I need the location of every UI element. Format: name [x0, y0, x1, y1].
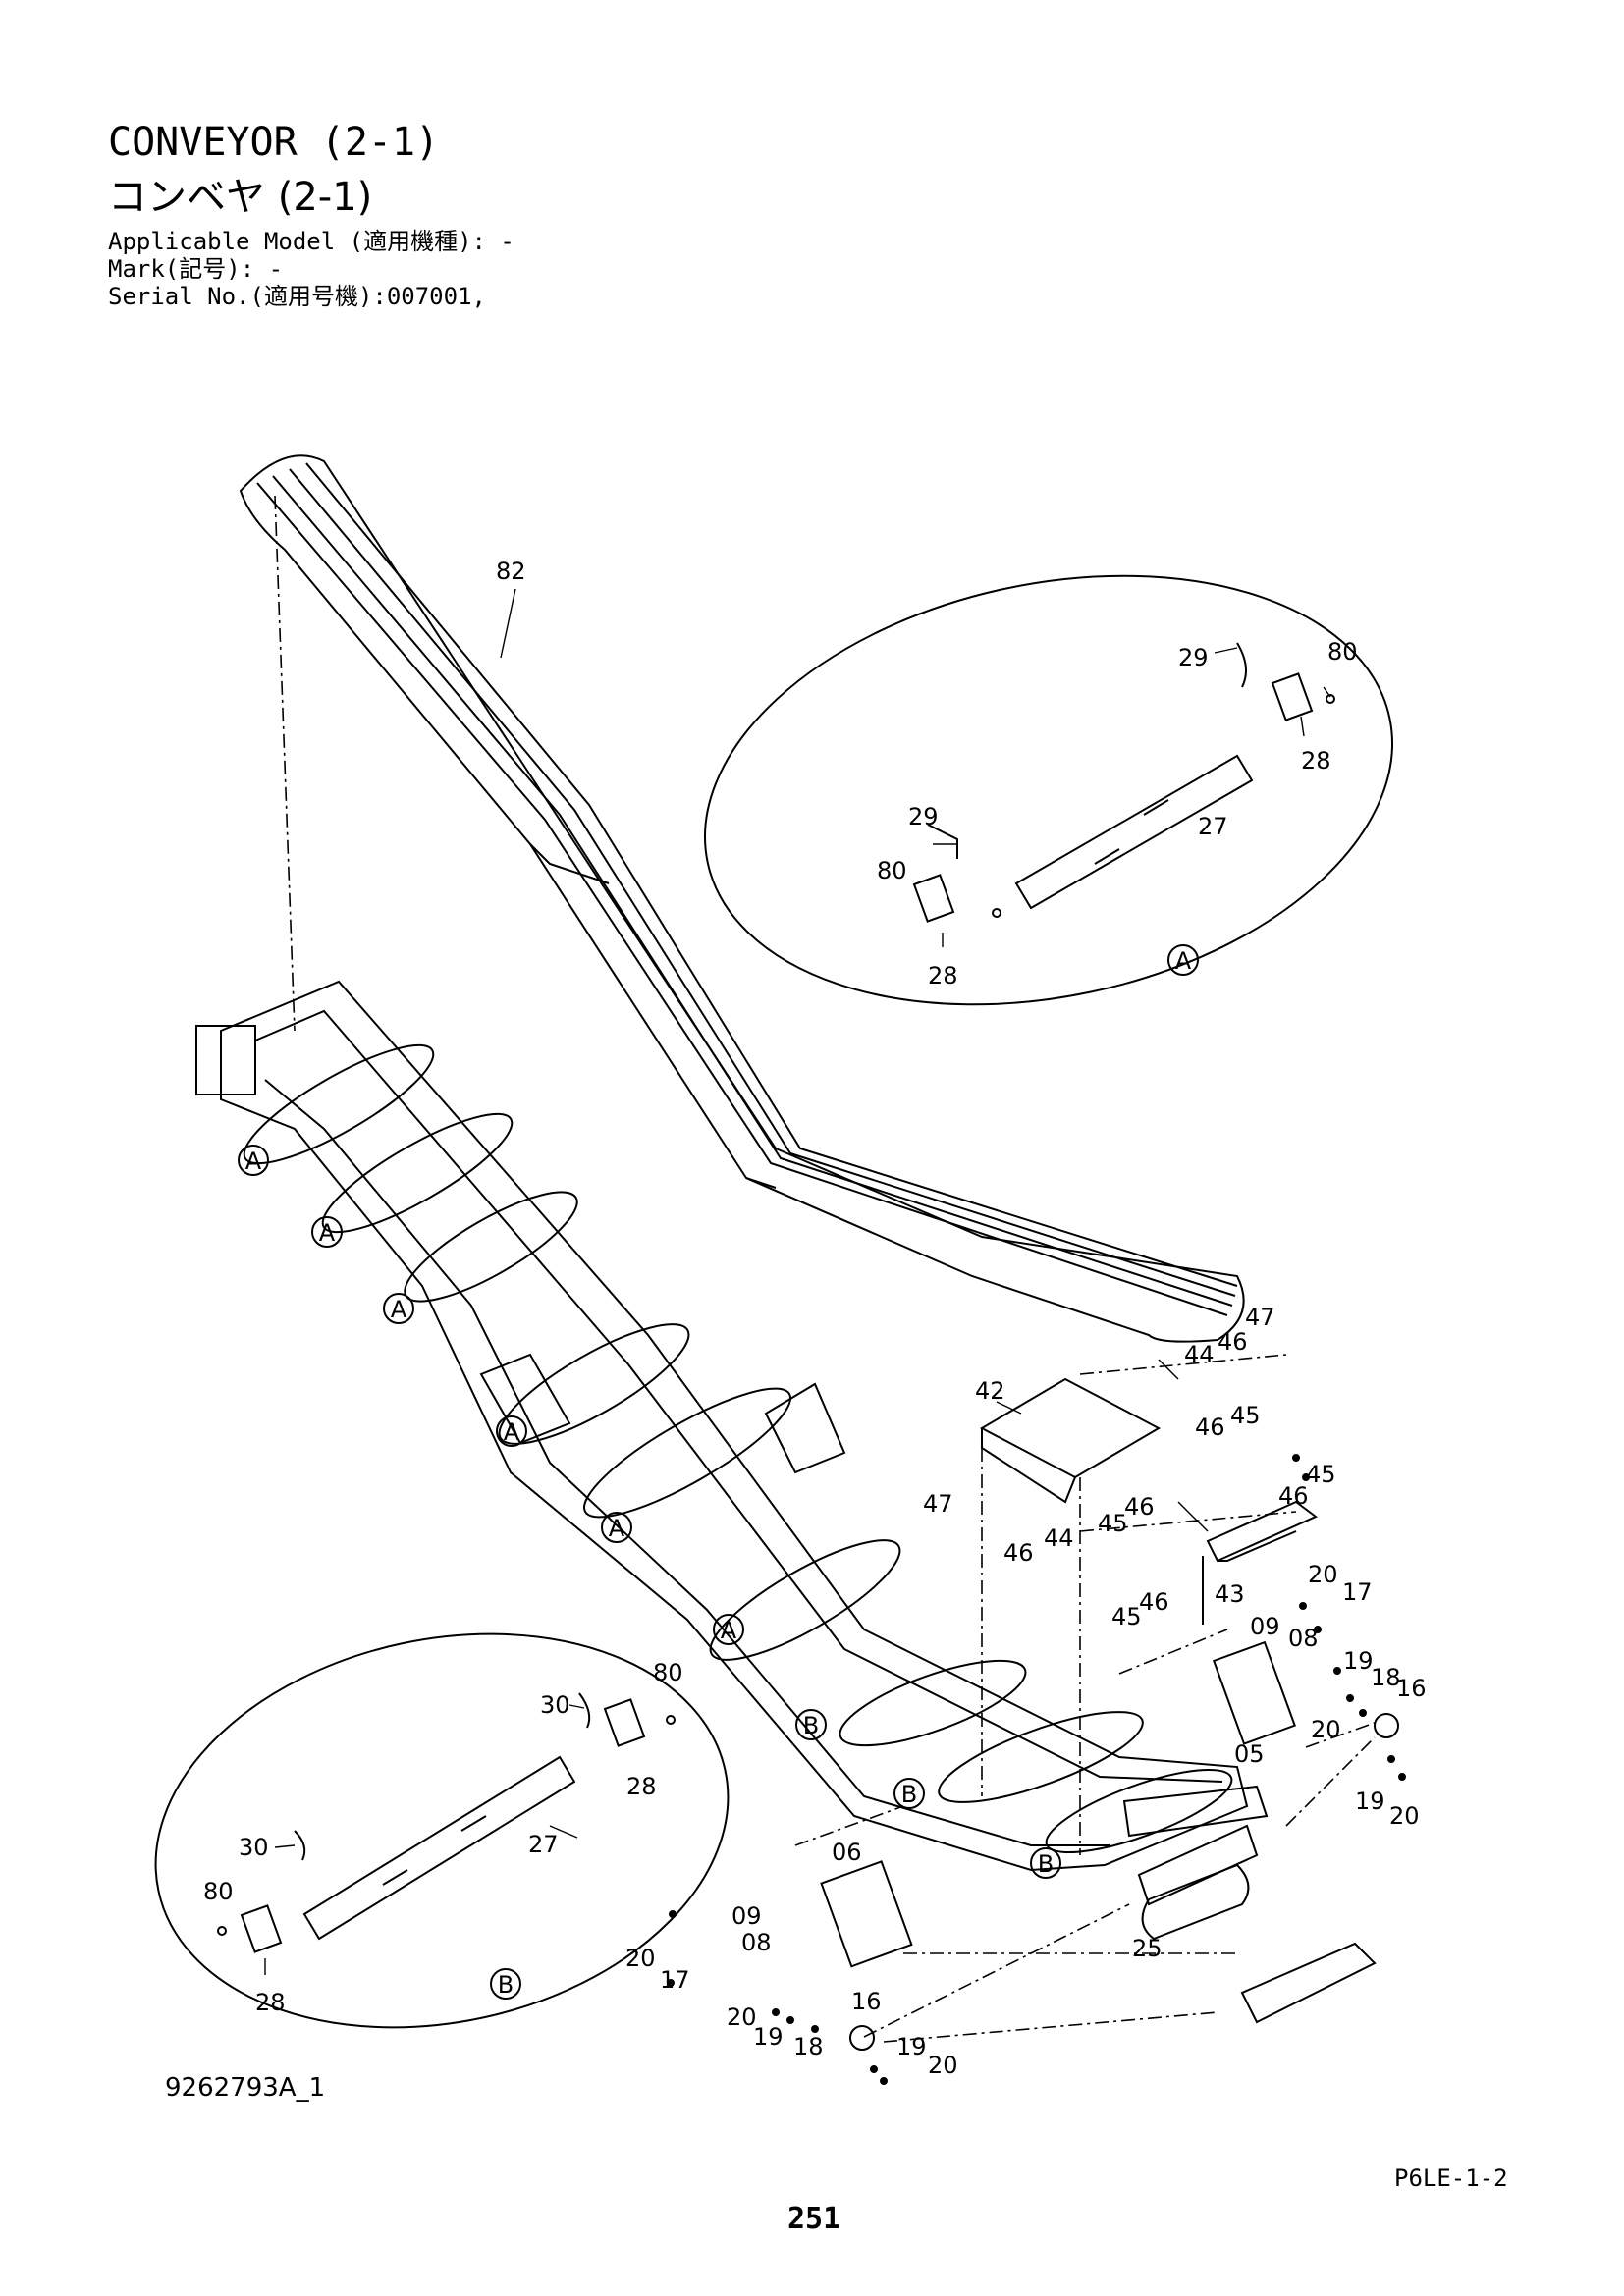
marker-a: A: [504, 1418, 520, 1446]
drawing-id: 9262793A_1: [165, 2073, 326, 2103]
marker-circles: [238, 944, 1199, 2000]
part-label: 05: [1234, 1740, 1265, 1768]
marker-a: A: [609, 1515, 625, 1542]
part-label: 20: [1308, 1561, 1338, 1588]
page-reference: P6LE-1-2: [1394, 2164, 1508, 2192]
detail-b-circles: [839, 1659, 1233, 1854]
mark: Mark(記号): -: [108, 255, 284, 283]
marker-a: A: [391, 1296, 407, 1323]
part-label: 80: [653, 1659, 683, 1686]
part-label: 28: [1301, 747, 1331, 774]
part-label: 06: [832, 1839, 862, 1866]
part-label: 18: [793, 2033, 824, 2060]
marker-b: B: [901, 1781, 917, 1808]
part-label: 44: [1184, 1341, 1215, 1368]
applicable-model: Applicable Model (適用機種): -: [108, 228, 514, 255]
conveyor-frame: [195, 980, 1269, 1906]
part-label: 42: [975, 1377, 1005, 1405]
part-number-labels: 82 29 80 28 27 29 80 28 30 80 28 27 30 8…: [203, 558, 1427, 2079]
part-label: 29: [908, 803, 939, 830]
part-label: 08: [741, 1929, 772, 1956]
marker-b: B: [1038, 1850, 1054, 1878]
bearing-assemblies: [820, 1640, 1399, 2051]
part-label: 20: [625, 1945, 656, 1972]
part-label: 18: [1371, 1664, 1401, 1691]
part-label: 80: [1327, 638, 1358, 666]
part-label: 44: [1044, 1524, 1074, 1552]
page-number: 251: [787, 2202, 841, 2236]
part-label: 80: [203, 1878, 234, 1905]
part-label: 25: [1132, 1935, 1163, 1962]
part-label: 27: [1198, 813, 1228, 840]
part-label: 19: [896, 2033, 927, 2060]
detail-a-circles: [243, 1043, 901, 1661]
part-label: 16: [1396, 1675, 1427, 1702]
page-title-japanese: コンベヤ (2-1): [108, 175, 373, 220]
detail-a-enlargement: [704, 574, 1393, 1006]
part-label: 46: [1124, 1493, 1155, 1521]
part-label: 08: [1288, 1625, 1319, 1652]
part-label: 19: [1343, 1647, 1374, 1675]
part-label: 45: [1306, 1461, 1336, 1488]
part-label: 30: [239, 1834, 269, 1861]
marker-a: A: [245, 1148, 262, 1175]
part-label: 47: [1245, 1304, 1275, 1331]
part-label: 20: [727, 2003, 757, 2031]
applicability-info: Applicable Model (適用機種): - Mark(記号): - S…: [108, 228, 514, 310]
part-label: 80: [877, 857, 907, 884]
serial-number: Serial No.(適用号機):007001,: [108, 283, 486, 310]
assembly-lines: [274, 495, 1376, 2043]
part-label: 20: [1389, 1802, 1420, 1830]
label-leaders: [264, 588, 1331, 1975]
part-label: 46: [1218, 1328, 1248, 1356]
part-label: 28: [928, 962, 958, 989]
marker-b: B: [498, 1971, 514, 1999]
marker-a: A: [319, 1219, 336, 1247]
marker-a: A: [1175, 947, 1192, 975]
page-title: CONVEYOR (2-1): [108, 120, 440, 165]
part-label: 09: [1250, 1613, 1280, 1640]
part-label: 30: [540, 1691, 570, 1719]
part-label: 43: [1215, 1580, 1245, 1608]
part-label: 46: [1195, 1414, 1225, 1441]
part-label: 29: [1178, 644, 1209, 671]
part-label: 16: [851, 1988, 882, 2015]
part-label: 45: [1111, 1603, 1142, 1630]
part-label: 28: [626, 1773, 657, 1800]
part-label: 47: [923, 1490, 953, 1518]
part-label: 20: [1311, 1716, 1341, 1743]
part-label: 82: [496, 558, 526, 585]
part-label: 09: [731, 1902, 762, 1930]
part-label: 17: [660, 1966, 690, 1994]
conveyor-belt-82: [239, 454, 1245, 1343]
part-label: 17: [1342, 1578, 1373, 1606]
part-label: 46: [1003, 1539, 1034, 1567]
part-label: 20: [928, 2052, 958, 2079]
part-label: 19: [753, 2023, 784, 2051]
part-label: 45: [1230, 1402, 1261, 1429]
part-label: 45: [1098, 1510, 1128, 1537]
fasteners: [667, 1454, 1406, 2085]
marker-b: B: [803, 1712, 819, 1739]
marker-letters: A A A A A A A B B B B: [245, 947, 1192, 1999]
part-label: 27: [528, 1831, 559, 1858]
part-label: 46: [1139, 1588, 1169, 1616]
marker-a: A: [721, 1617, 737, 1644]
part-label: 28: [255, 1989, 286, 2016]
detail-b-enlargement: [154, 1632, 730, 2029]
part-label: 46: [1278, 1482, 1309, 1510]
part-label: 19: [1355, 1788, 1385, 1815]
